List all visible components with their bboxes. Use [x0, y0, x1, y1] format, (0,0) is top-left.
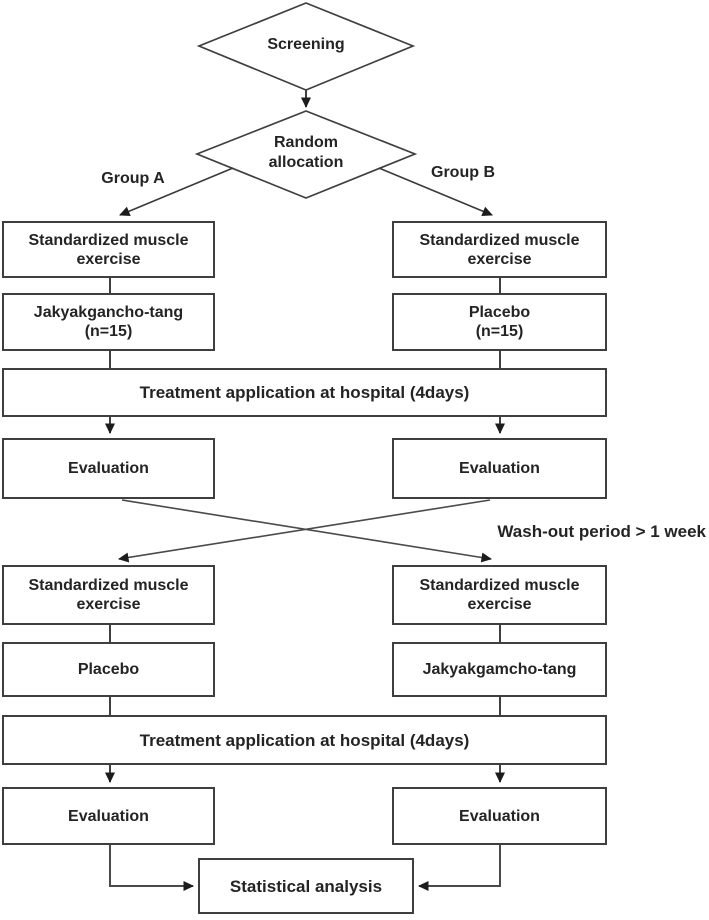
- evaluation-box-left-p1-label: Evaluation: [68, 460, 149, 477]
- evaluation-box-left-p1: Evaluation: [2, 438, 215, 499]
- arrow-allocation-to-group-a: [119, 167, 234, 216]
- intervention-box-left-p1: Jakyakgancho-tang (n=15): [2, 293, 215, 351]
- intervention-box-left-p1-line1: Jakyakgancho-tang: [33, 304, 184, 321]
- group-a-label: Group A: [101, 170, 165, 187]
- statistical-analysis-box: Statistical analysis: [198, 858, 414, 914]
- intervention-box-right-p1-line1: Placebo: [468, 304, 531, 321]
- exercise-box-left-p2-label: Standardized muscle exercise: [28, 577, 189, 613]
- exercise-box-right-p1-label: Standardized muscle exercise: [419, 231, 580, 268]
- arrow-evaluation-right-to-statistics: [418, 845, 501, 891]
- random-allocation-diamond-label: Random allocation: [268, 134, 344, 171]
- group-b-label: Group B: [431, 164, 495, 181]
- intervention-box-left-p2-label: Placebo: [77, 661, 140, 678]
- treatment-box-p2-label: Treatment application at hospital (4days…: [139, 730, 470, 750]
- washout-period-label: Wash-out period > 1 week: [497, 522, 706, 541]
- screening-diamond-label: Screening: [267, 36, 345, 53]
- intervention-box-right-p2-label: Jakyakgamcho-tang: [422, 661, 577, 678]
- intervention-box-right-p2: Jakyakgamcho-tang: [392, 642, 607, 697]
- statistical-analysis-label: Statistical analysis: [229, 876, 383, 896]
- intervention-box-left-p1-line2: (n=15): [84, 323, 133, 340]
- exercise-box-left-p1-label: Standardized muscle exercise: [28, 231, 189, 268]
- exercise-box-left-p2: Standardized muscle exercise: [2, 565, 215, 625]
- treatment-box-p2: Treatment application at hospital (4days…: [2, 715, 607, 765]
- evaluation-box-right-p2: Evaluation: [392, 787, 607, 845]
- evaluation-box-right-p2-label: Evaluation: [459, 807, 540, 825]
- treatment-box-p1: Treatment application at hospital (4days…: [2, 368, 607, 417]
- exercise-box-right-p2-label: Standardized muscle exercise: [419, 577, 580, 613]
- evaluation-box-right-p1: Evaluation: [392, 438, 607, 499]
- intervention-box-left-p2: Placebo: [2, 642, 215, 697]
- evaluation-box-left-p2-label: Evaluation: [68, 807, 149, 825]
- exercise-box-left-p1: Standardized muscle exercise: [2, 221, 215, 278]
- exercise-box-right-p1: Standardized muscle exercise: [392, 221, 607, 278]
- evaluation-box-right-p1-label: Evaluation: [459, 460, 540, 477]
- intervention-box-right-p1: Placebo (n=15): [392, 293, 607, 351]
- treatment-box-p1-label: Treatment application at hospital (4days…: [139, 383, 470, 402]
- random-allocation-diamond-shape: [194, 110, 418, 199]
- crossover-arrow-right-to-left: [118, 499, 491, 563]
- arrow-allocation-to-group-b: [378, 167, 493, 216]
- evaluation-box-left-p2: Evaluation: [2, 787, 215, 845]
- arrow-evaluation-left-to-statistics: [109, 845, 194, 891]
- exercise-box-right-p2: Standardized muscle exercise: [392, 565, 607, 625]
- intervention-box-right-p1-line2: (n=15): [475, 323, 524, 340]
